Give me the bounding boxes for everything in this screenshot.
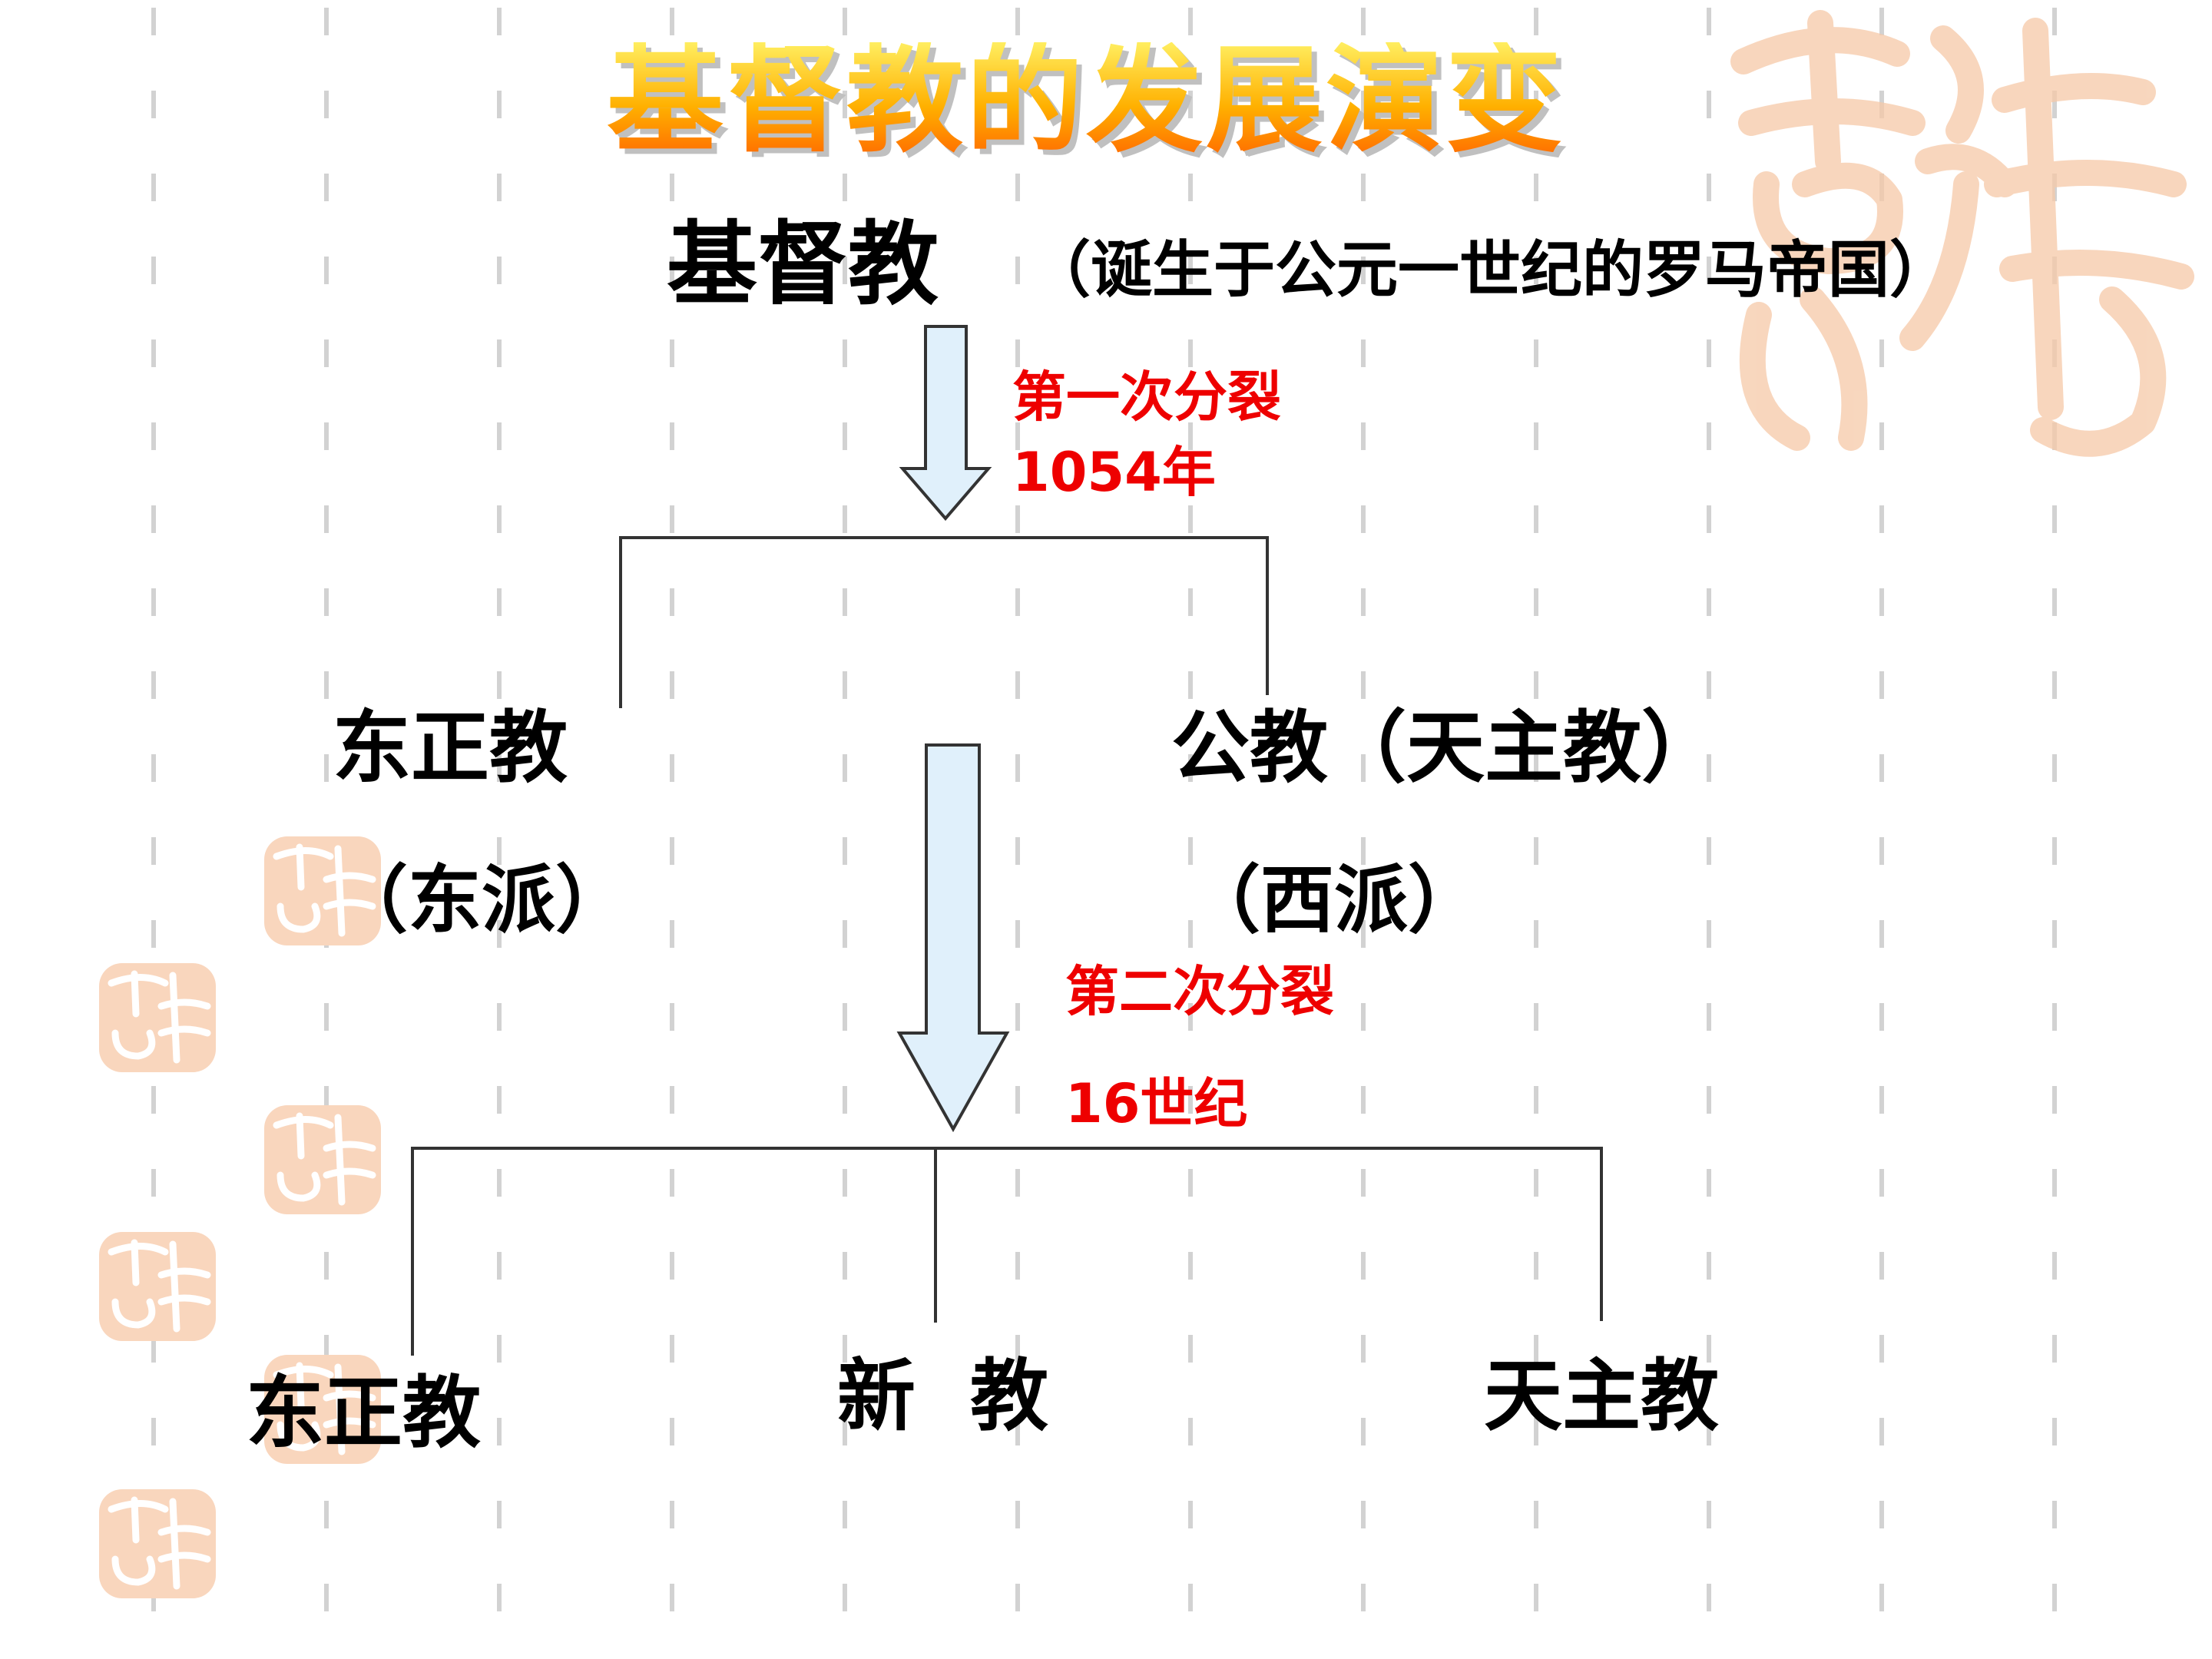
split1-label: 第一次分裂 [1012, 366, 1281, 429]
slide-title: 基督教的发展演变 [607, 32, 1565, 168]
level1-left-note: （东派） [334, 857, 629, 943]
level1-right-label: 公教（天主教） [1171, 703, 1720, 794]
auspicious-seal-icon [264, 1355, 381, 1464]
level2-middle-label: 新 教 [837, 1351, 1049, 1442]
split1-bracket [619, 536, 1269, 708]
root-node-label: 基督教 [667, 211, 939, 317]
split2-label: 第二次分裂 [1065, 960, 1334, 1023]
split2-bracket [411, 1147, 1603, 1356]
split1-year: 1054年 [1012, 441, 1216, 504]
level1-right-note: （西派） [1187, 857, 1482, 943]
level2-left-label: 东正教 [246, 1368, 481, 1459]
level2-right-label: 天主教 [1484, 1351, 1719, 1442]
root-node-note: （诞生于公元一世纪的罗马帝国） [1029, 234, 1951, 306]
split2-year: 16世纪 [1065, 1072, 1248, 1135]
split1-arrow [899, 325, 992, 522]
auspicious-seal-icon [99, 1232, 216, 1341]
split2-arrow [896, 743, 1010, 1133]
auspicious-seal-icon [1730, 10, 2194, 457]
level1-left-label: 东正教 [333, 703, 568, 794]
auspicious-seal-icon [99, 963, 216, 1072]
auspicious-seal-icon [99, 1489, 216, 1598]
auspicious-seal-icon [264, 836, 381, 945]
auspicious-seal-icon [264, 1105, 381, 1214]
